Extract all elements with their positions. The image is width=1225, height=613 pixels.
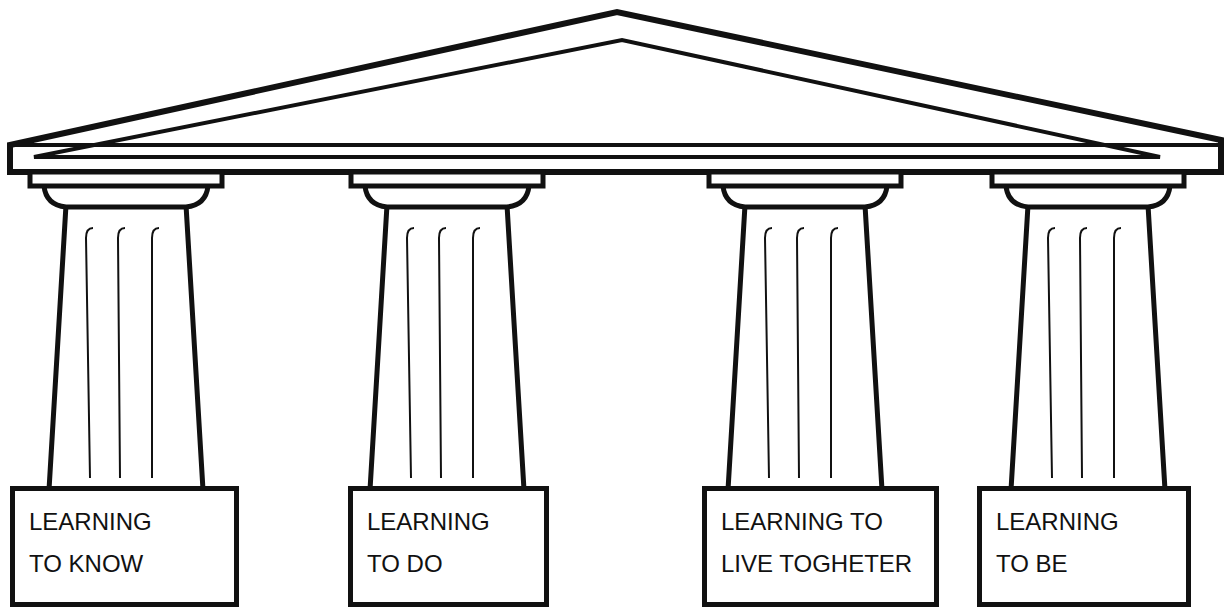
column xyxy=(351,172,543,490)
pillar-base-box: LEARNING TO DO xyxy=(348,486,549,607)
pillar-label: LEARNING TO LIVE TOGHETER xyxy=(721,501,926,585)
pillar-base-box: LEARNING TO BE xyxy=(977,486,1191,607)
column xyxy=(709,172,901,490)
pillar-base-box: LEARNING TO LIVE TOGHETER xyxy=(702,486,939,607)
tympanum xyxy=(34,40,1160,157)
pillar-label: LEARNING TO DO xyxy=(367,501,512,585)
pillar-base-box: LEARNING TO KNOW xyxy=(10,486,239,607)
cornice-line xyxy=(10,143,1221,147)
pillar-label: LEARNING TO BE xyxy=(996,501,1141,585)
column xyxy=(30,172,222,490)
pediment xyxy=(10,12,1221,172)
column xyxy=(992,172,1184,490)
pillar-label: LEARNING TO KNOW xyxy=(29,501,174,585)
